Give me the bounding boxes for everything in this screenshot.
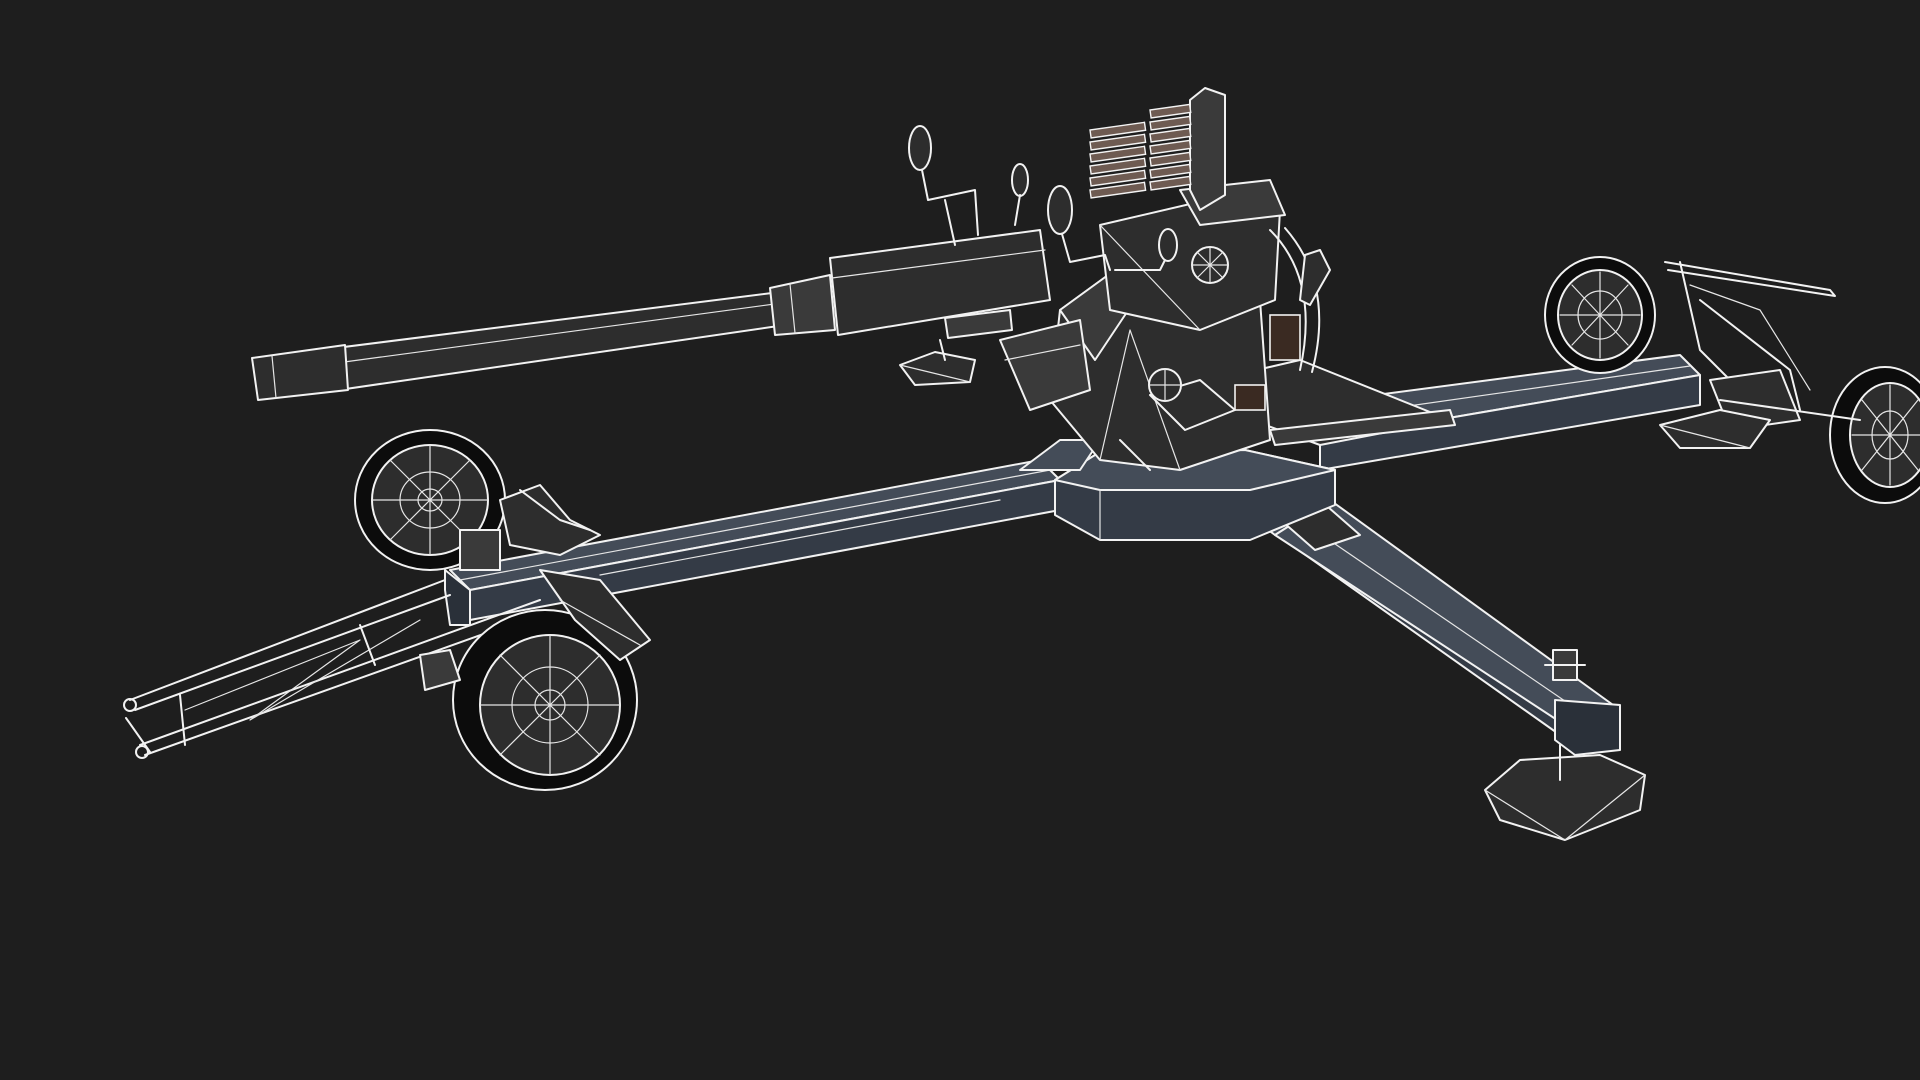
wheel-rear-right-2 (1829, 366, 1920, 504)
ammo-rounds (1089, 103, 1192, 199)
wheel-front-left-2 (452, 609, 638, 791)
outrigger-left (444, 459, 1061, 626)
wheel-rear-right-1 (1544, 256, 1656, 374)
turntable-base (1019, 439, 1336, 541)
sight-posts (899, 125, 1229, 402)
jack-foot-front-right (1484, 649, 1646, 841)
axle-gear-left (419, 484, 651, 691)
gun-barrel (251, 229, 1051, 401)
gun-mount (999, 179, 1331, 471)
outrigger-front-right (1234, 469, 1646, 841)
ammo-clips (1089, 87, 1226, 211)
outrigger-rear-right (1169, 256, 1920, 504)
tow-bar (123, 579, 546, 759)
